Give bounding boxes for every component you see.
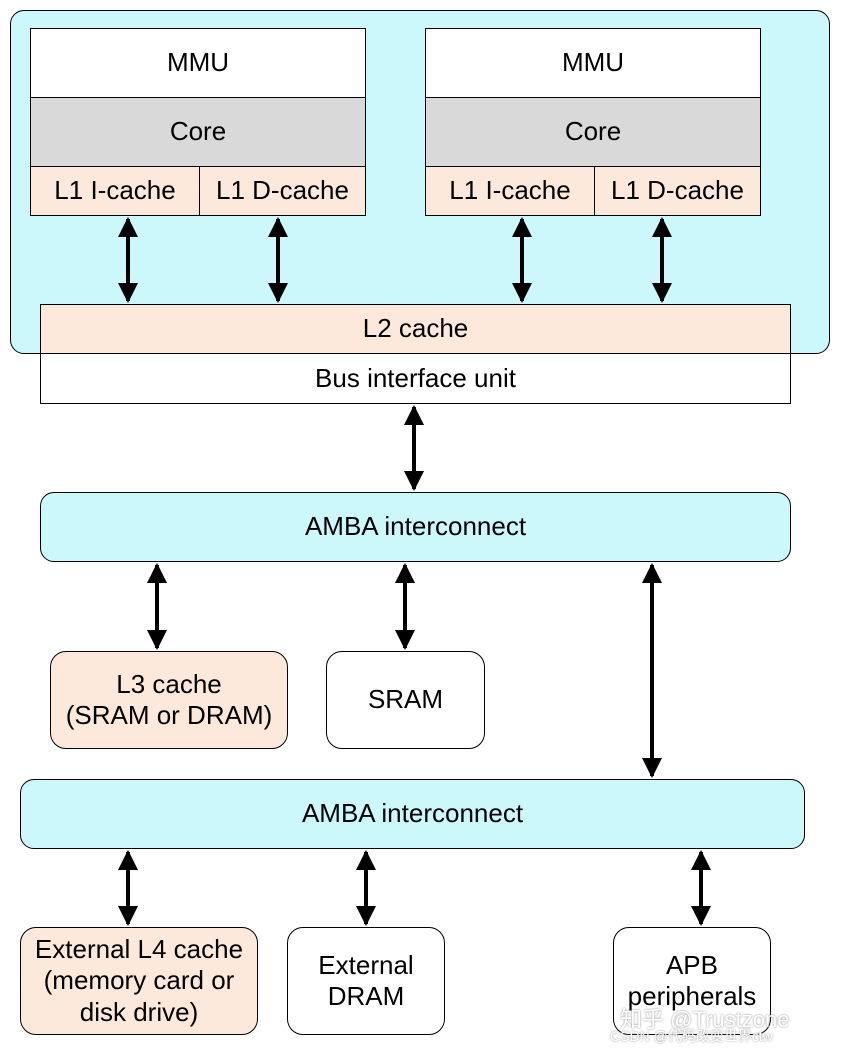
amba-lower-label: AMBA interconnect [301,798,524,829]
external-l4-label: External L4 cache (memory card or disk d… [34,934,244,1027]
core1-mmu-label: MMU [166,47,230,78]
amba-interconnect-upper: AMBA interconnect [40,492,791,562]
core2-l1-dcache: L1 D-cache [594,166,761,216]
apb-peripherals-label: APB peripherals [627,949,757,1011]
external-l4-cache: External L4 cache (memory card or disk d… [20,927,258,1035]
core1-l1-dcache-label: L1 D-cache [216,175,349,206]
l3-cache-label: L3 cache (SRAM or DRAM) [65,668,273,730]
core2-l1-dcache-label: L1 D-cache [611,175,744,206]
core1-l1-dcache: L1 D-cache [199,166,366,216]
sram: SRAM [326,651,485,749]
core1-l1-icache: L1 I-cache [30,166,200,216]
amba-upper-label: AMBA interconnect [304,511,527,542]
sram-label: SRAM [367,684,444,715]
core2-mmu-label: MMU [561,47,625,78]
bus-interface-label: Bus interface unit [315,362,516,393]
amba-interconnect-lower: AMBA interconnect [20,779,805,849]
core2-core-label: Core [564,116,622,147]
watermark-csdn: CSDN @代码改变世界ctw [610,1028,773,1044]
core1-mmu: MMU [30,28,366,98]
core2-l1-icache: L1 I-cache [425,166,595,216]
core2-l1-icache-label: L1 I-cache [449,175,571,206]
external-dram: External DRAM [287,927,445,1035]
core1-core-label: Core [169,116,227,147]
external-dram-label: External DRAM [318,949,414,1011]
l2-cache-label: L2 cache [362,313,469,344]
core2-mmu: MMU [425,28,761,98]
core1-l1-icache-label: L1 I-cache [54,175,176,206]
bus-interface-unit: Bus interface unit [40,353,791,404]
core1-core: Core [30,97,366,167]
l3-cache: L3 cache (SRAM or DRAM) [50,651,288,749]
l2-cache: L2 cache [40,304,791,354]
apb-peripherals: APB peripherals [613,927,771,1035]
watermark-zhihu: 知乎 @Trustzone [620,1007,790,1032]
